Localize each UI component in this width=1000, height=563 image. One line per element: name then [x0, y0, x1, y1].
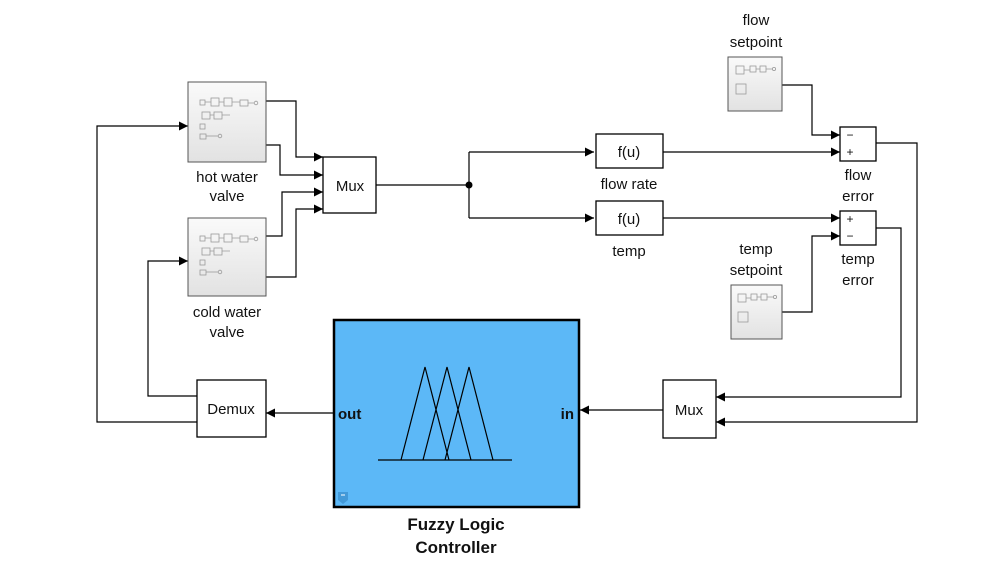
hot-valve-label-1: hot water	[196, 169, 258, 186]
fcn-temp-label: f(u)	[618, 211, 641, 228]
temp-error-sum-block[interactable]: + − temp error	[839, 210, 877, 289]
temp-error-label-1: temp	[841, 251, 874, 268]
temp-setpoint-label-1: temp	[739, 241, 772, 258]
flow-error-label-2: error	[842, 188, 874, 205]
look-under-mask-icon[interactable]	[338, 492, 348, 504]
temp-caption: temp	[612, 243, 645, 260]
flow-error-label-1: flow	[845, 167, 872, 184]
wire-temp-setpoint[interactable]	[782, 231, 840, 313]
flc-title-1: Fuzzy Logic	[407, 515, 504, 534]
demux-block[interactable]: Demux	[196, 379, 267, 438]
demux-label: Demux	[207, 401, 255, 418]
flow-setpoint-label-1: flow	[743, 12, 770, 29]
mux-top-label: Mux	[336, 178, 365, 195]
flow-rate-caption: flow rate	[601, 176, 658, 193]
subsystem-icon	[199, 233, 259, 276]
flc-title-2: Controller	[415, 538, 497, 557]
temp-error-label-2: error	[842, 272, 874, 289]
flc-port-in: in	[561, 406, 574, 423]
fcn-temp-block[interactable]: f(u) temp	[595, 200, 664, 260]
flow-setpoint-block[interactable]: flow setpoint	[727, 12, 783, 112]
mux-bottom-block[interactable]: Mux	[662, 379, 717, 439]
wire-hot-1[interactable]	[266, 100, 323, 162]
temp-error-sign-bottom: −	[846, 229, 853, 243]
wire-hot-2[interactable]	[266, 144, 323, 180]
wire-demux-hot[interactable]	[96, 121, 197, 423]
flc-port-out: out	[338, 406, 361, 423]
temp-setpoint-block[interactable]: temp setpoint	[730, 241, 783, 340]
flow-error-sign-bottom: +	[846, 145, 853, 159]
wire-flow-error[interactable]	[716, 142, 918, 427]
flow-error-sum-block[interactable]: − + flow error	[839, 126, 877, 205]
fcn-flow-block[interactable]: f(u) flow rate	[595, 133, 664, 193]
subsystem-icon	[735, 65, 777, 95]
fcn-flow-label: f(u)	[618, 144, 641, 161]
branch-point	[465, 181, 473, 189]
cold-valve-label-2: valve	[209, 324, 244, 341]
hot-water-valve-block[interactable]: hot water valve	[187, 81, 267, 205]
wire-cold-1[interactable]	[266, 187, 323, 237]
temp-setpoint-label-2: setpoint	[730, 262, 783, 279]
hot-valve-label-2: valve	[209, 188, 244, 205]
subsystem-icon	[199, 97, 259, 140]
membership-functions-icon	[378, 366, 512, 461]
wire-cold-2[interactable]	[266, 204, 323, 278]
mux-bottom-label: Mux	[675, 402, 704, 419]
flow-setpoint-label-2: setpoint	[730, 34, 783, 51]
wire-flow-setpoint[interactable]	[782, 84, 840, 140]
cold-water-valve-block[interactable]: cold water valve	[187, 217, 267, 341]
cold-valve-label-1: cold water	[193, 304, 261, 321]
wire-demux-cold[interactable]	[147, 256, 197, 397]
flow-error-sign-top: −	[846, 128, 853, 142]
wire-temp-error[interactable]	[716, 227, 902, 402]
temp-error-sign-top: +	[846, 212, 853, 226]
fuzzy-logic-controller-block[interactable]: out in Fuzzy Logic Controller	[332, 318, 581, 557]
mux-top-block[interactable]: Mux	[322, 156, 377, 214]
subsystem-icon	[737, 293, 778, 323]
signal-lines	[96, 84, 918, 427]
